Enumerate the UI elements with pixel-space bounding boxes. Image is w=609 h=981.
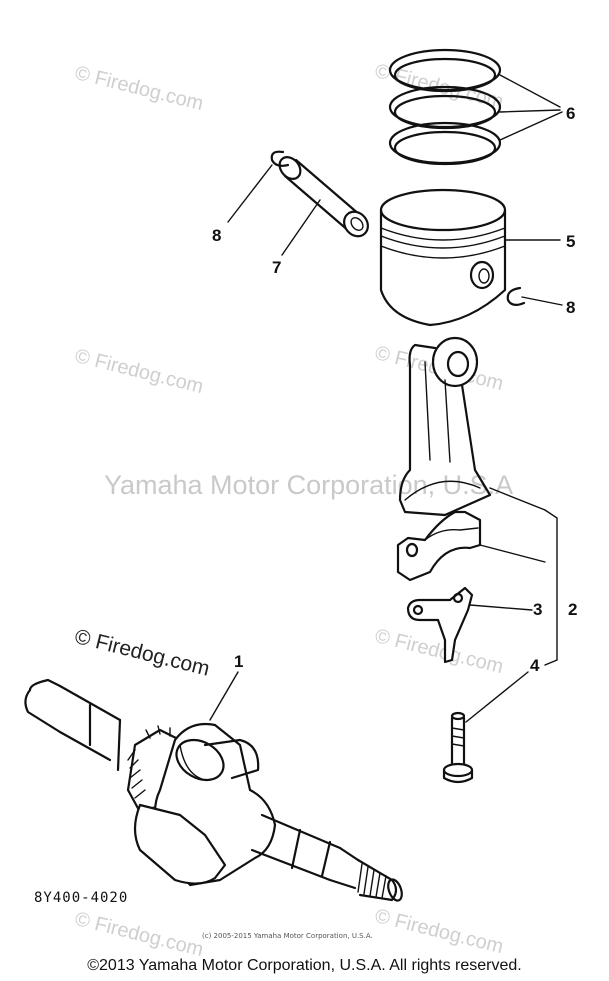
piston-pin [278, 156, 369, 238]
callout-piston-rings: 6 [566, 104, 576, 123]
callout-clip-left: 8 [212, 226, 222, 245]
bearing-cap [396, 510, 482, 582]
callout-piston: 5 [566, 232, 576, 251]
lock-washer [406, 586, 474, 664]
piston-rings [388, 48, 502, 166]
bolt [442, 711, 474, 784]
piston [379, 188, 507, 327]
callout-crankshaft: 1 [234, 652, 244, 671]
diagram-part-code: 8Y400-4020 [34, 890, 129, 906]
callout-piston-pin: 7 [272, 258, 282, 277]
callout-bolt: 4 [530, 656, 540, 675]
callout-clip-right: 8 [566, 298, 576, 317]
connecting-rod [398, 336, 492, 517]
crankshaft [24, 678, 403, 902]
watermark-company: Yamaha Motor Corporation, U.S.A [104, 470, 514, 500]
clip-left [270, 150, 290, 167]
callout-bearing-cap: 3 [533, 600, 543, 619]
small-copyright: (c) 2005-2015 Yamaha Motor Corporation, … [202, 932, 373, 940]
clip-right [506, 286, 526, 307]
callout-connecting-rod-assy: 2 [568, 600, 578, 619]
footer-copyright: ©2013 Yamaha Motor Corporation, U.S.A. A… [87, 957, 522, 974]
